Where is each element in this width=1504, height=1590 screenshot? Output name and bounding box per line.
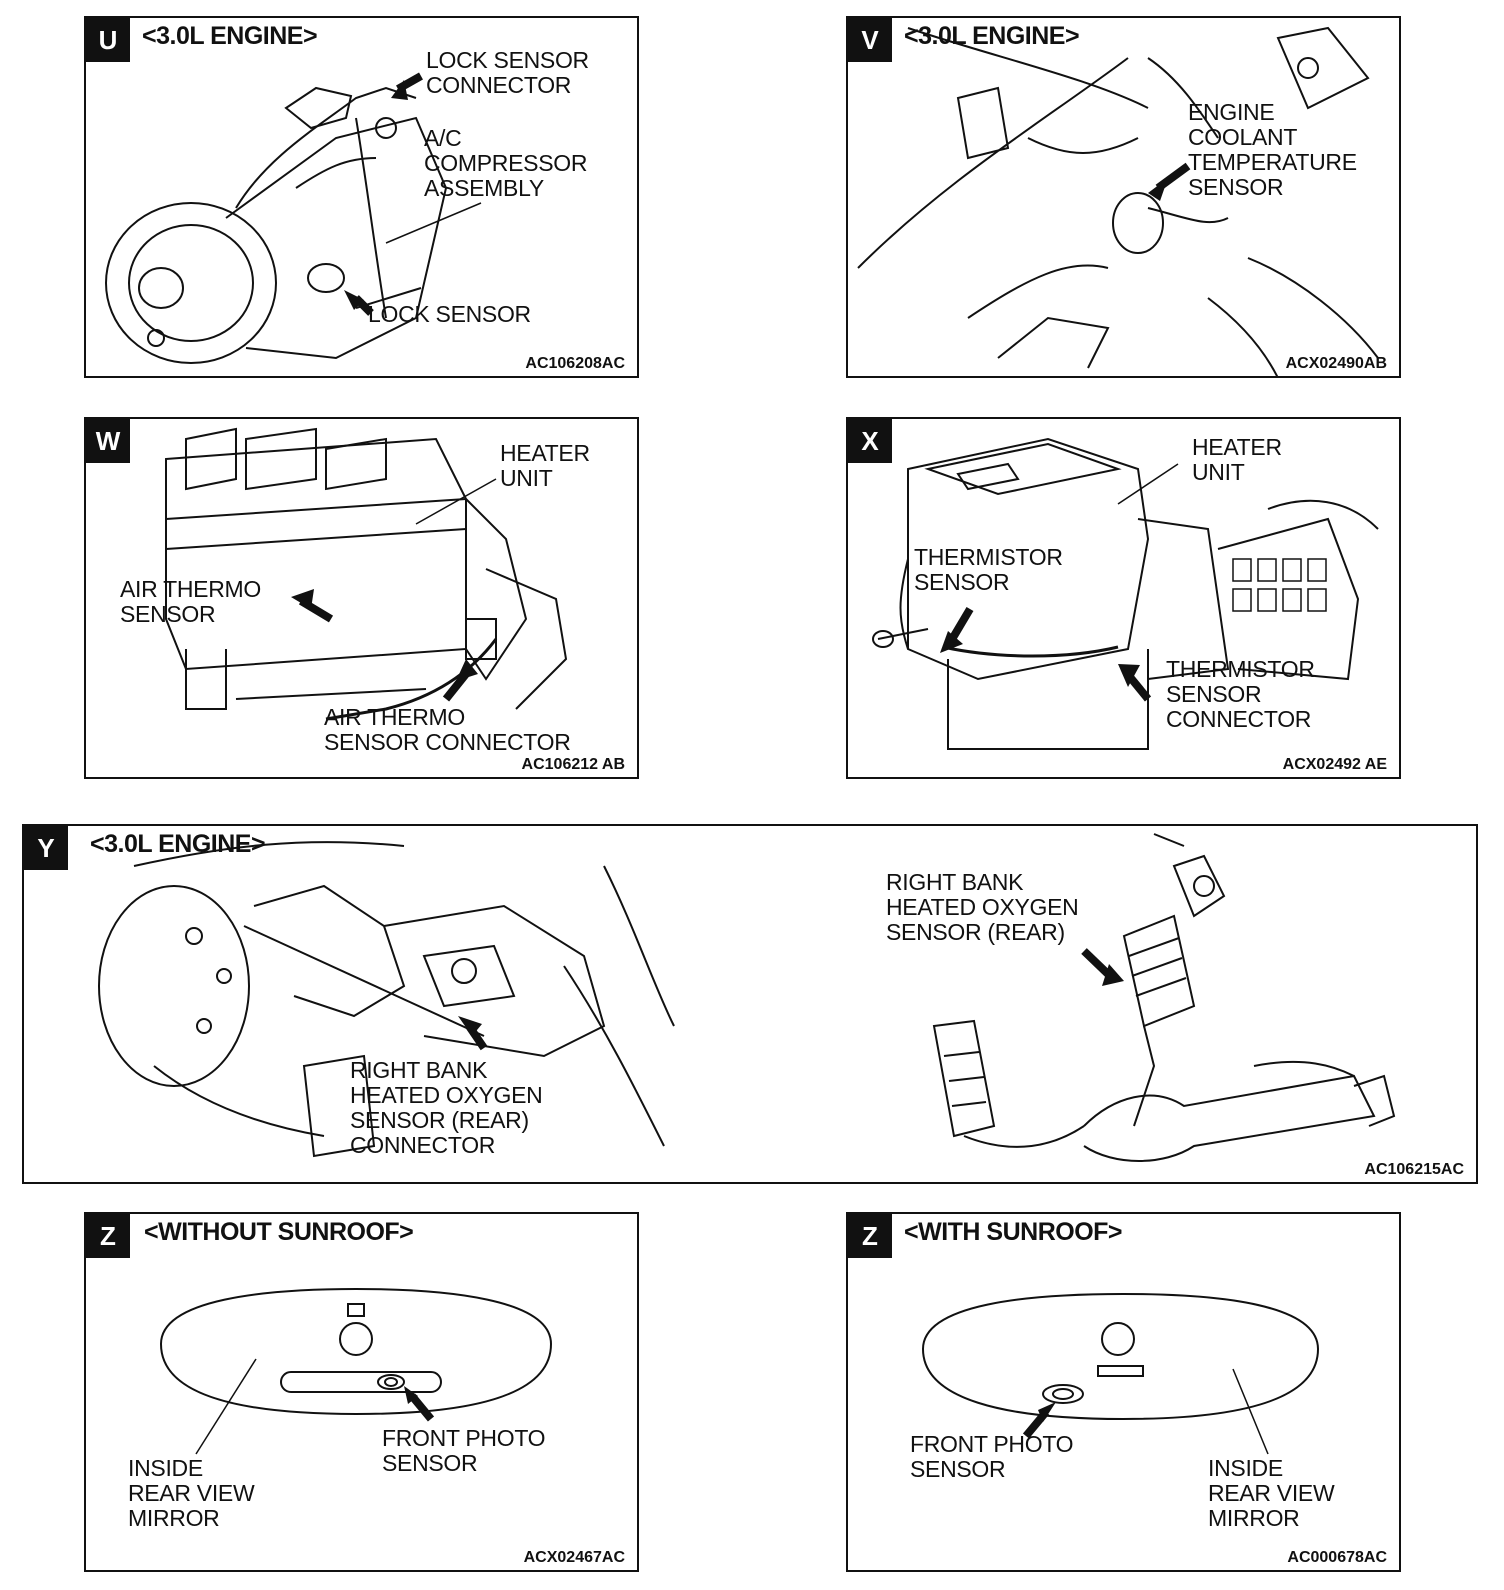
thermistor-connector-label: THERMISTOR SENSOR CONNECTOR xyxy=(1166,656,1315,732)
front-photo-sensor-label: FRONT PHOTO SENSOR xyxy=(382,1425,546,1476)
panel-tag: Z xyxy=(848,1214,892,1258)
heater-unit-thermistor-illustration xyxy=(872,437,1379,750)
lock-sensor-connector-label: LOCK SENSOR CONNECTOR xyxy=(426,47,589,98)
panel-y: Y <3.0L ENGINE> RIGHT BANK HEATED OXYGEN… xyxy=(22,824,1478,1184)
figure-code: ACX02490AB xyxy=(1285,355,1387,372)
panel-x: X HEATER UNIT THERMISTOR SENSOR THERMIST… xyxy=(846,417,1401,779)
figure-code: AC106208AC xyxy=(525,355,625,372)
heater-unit-label: HEATER UNIT xyxy=(500,440,590,491)
panel-title: <3.0L ENGINE> xyxy=(90,830,266,858)
thermistor-sensor-label: THERMISTOR SENSOR xyxy=(914,544,1063,595)
panel-title: <3.0L ENGINE> xyxy=(904,22,1080,50)
panel-tag: Z xyxy=(86,1214,130,1258)
panel-tag: Y xyxy=(24,826,68,870)
air-thermo-sensor-label: AIR THERMO SENSOR xyxy=(120,576,261,627)
rear-view-mirror-illustration xyxy=(921,1292,1320,1455)
engine-bay-illustration xyxy=(857,26,1379,376)
panel-tag: X xyxy=(848,419,892,463)
panel-z-without-sunroof: Z <WITHOUT SUNROOF> INSIDE REAR VIEW MIR… xyxy=(84,1212,639,1572)
oxygen-sensor-label: RIGHT BANK HEATED OXYGEN SENSOR (REAR) xyxy=(886,869,1079,945)
panel-tag: V xyxy=(848,18,892,62)
exhaust-and-engine-illustration xyxy=(98,833,1396,1162)
panel-tag: W xyxy=(86,419,130,463)
figure-code: ACX02492 AE xyxy=(1282,756,1387,773)
panel-title: <WITH SUNROOF> xyxy=(904,1218,1123,1246)
ac-compressor-label: A/C COMPRESSOR ASSEMBLY xyxy=(424,125,588,201)
figure-code: AC000678AC xyxy=(1287,1549,1387,1566)
heater-unit-illustration xyxy=(165,427,568,721)
panel-w: W HEATER UNIT AIR THERMO SENSOR AIR THER… xyxy=(84,417,639,779)
panel-title: <WITHOUT SUNROOF> xyxy=(144,1218,414,1246)
coolant-temp-sensor-label: ENGINE COOLANT TEMPERATURE SENSOR xyxy=(1188,99,1357,200)
panel-tag: U xyxy=(86,18,130,62)
front-photo-sensor-label: FRONT PHOTO SENSOR xyxy=(910,1431,1074,1482)
figure-code: AC106212 AB xyxy=(521,756,625,773)
inside-mirror-label: INSIDE REAR VIEW MIRROR xyxy=(128,1455,255,1531)
rear-view-mirror-illustration xyxy=(159,1287,553,1455)
oxygen-sensor-connector-label: RIGHT BANK HEATED OXYGEN SENSOR (REAR) C… xyxy=(350,1057,543,1158)
heater-unit-label: HEATER UNIT xyxy=(1192,434,1282,485)
figure-code: ACX02467AC xyxy=(523,1549,625,1566)
panel-u: U <3.0L ENGINE> LOCK SENSOR CONNECTOR A/… xyxy=(84,16,639,378)
panel-v: V <3.0L ENGINE> ENGINE COOLANT TEMPERATU… xyxy=(846,16,1401,378)
figure-code: AC106215AC xyxy=(1364,1161,1464,1178)
ac-compressor-illustration xyxy=(105,72,482,364)
air-thermo-connector-label: AIR THERMO SENSOR CONNECTOR xyxy=(324,704,571,755)
panel-z-with-sunroof: Z <WITH SUNROOF> FRONT PHOTO SENSOR INSI… xyxy=(846,1212,1401,1572)
inside-mirror-label: INSIDE REAR VIEW MIRROR xyxy=(1208,1455,1335,1531)
lock-sensor-label: LOCK SENSOR xyxy=(368,301,531,327)
panel-title: <3.0L ENGINE> xyxy=(142,22,318,50)
